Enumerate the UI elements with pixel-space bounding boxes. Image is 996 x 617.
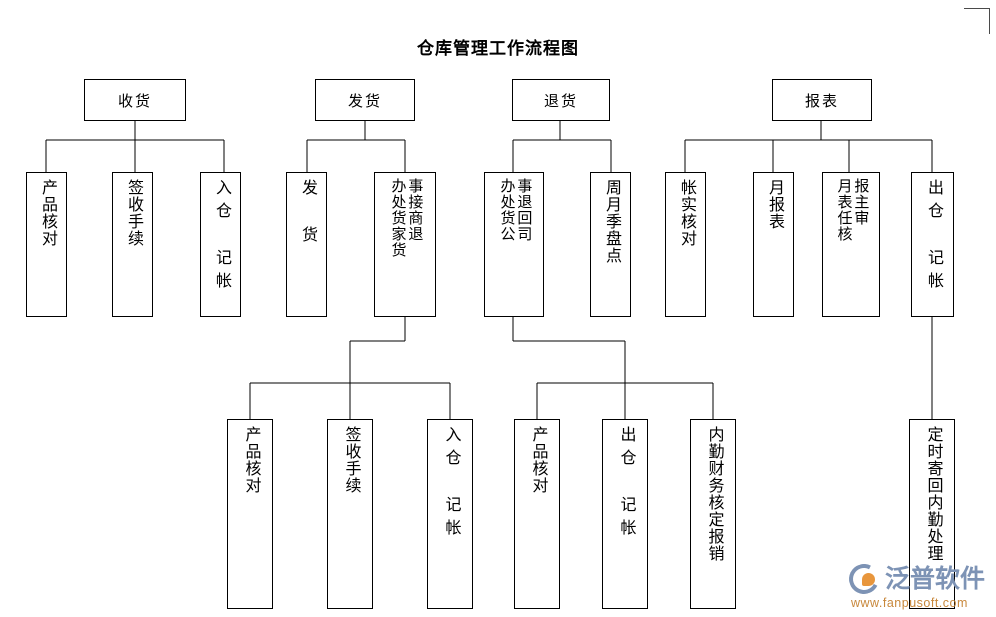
fanpu-circle-logo-icon [845,560,883,598]
node-report-child-manager-approval-col1: 报主审 [852,178,869,226]
node-sub-left-signoff-label: 签收手续 [342,426,360,494]
node-ship-label: 发货 [347,93,382,110]
node-ship-child-deliver[interactable]: 发 货 [286,172,327,317]
node-sub-left-product-check-label: 产品核对 [242,426,260,494]
node-sub-mid-product-check-label: 产品核对 [529,426,547,494]
node-receive[interactable]: 收货 [84,79,186,121]
node-return-label: 退货 [543,93,578,110]
logo-dot-shape [862,573,875,586]
page-title: 仓库管理工作流程图 [417,39,579,58]
node-report[interactable]: 报表 [772,79,872,121]
node-ship-child-merchant-return-col1: 事接商退 [406,178,423,242]
node-receive-child-product-check-label: 产品核对 [38,179,56,247]
node-sub-mid-finance-reimburse[interactable]: 内勤财务核定报销 [690,419,736,609]
node-receive-child-instore-record-label: 入仓 记帐 [212,179,230,295]
node-sub-mid-outstore-record[interactable]: 出仓 记帐 [602,419,648,609]
node-report-child-outstore-record-label: 出仓 记帐 [924,179,942,295]
node-return-child-return-to-company[interactable]: 事退回司 办处货公 [484,172,544,317]
node-ship-child-deliver-label: 发 货 [298,179,316,249]
node-return-child-return-to-company-col1: 事退回司 [515,178,532,242]
node-report-child-monthly-report-label: 月报表 [765,179,783,230]
node-sub-left-product-check[interactable]: 产品核对 [227,419,273,609]
node-receive-child-instore-record[interactable]: 入仓 记帐 [200,172,241,317]
node-ship-child-merchant-return[interactable]: 事接商退 办处货家货 [374,172,436,317]
node-sub-mid-product-check[interactable]: 产品核对 [514,419,560,609]
node-receive-child-signoff-label: 签收手续 [124,179,142,247]
node-return-child-inventory-count[interactable]: 周月季盘点 [590,172,631,317]
logo-ring-shape [845,560,883,598]
node-report-child-manager-approval-col2: 月表任核 [835,178,852,242]
node-sub-mid-finance-reimburse-label: 内勤财务核定报销 [705,426,723,562]
node-receive-label: 收货 [117,93,152,110]
node-receive-child-product-check[interactable]: 产品核对 [26,172,67,317]
node-report-child-monthly-report[interactable]: 月报表 [753,172,794,317]
node-sub-left-instore-record[interactable]: 入仓 记帐 [427,419,473,609]
node-report-label: 报表 [804,93,839,110]
node-ship-child-merchant-return-col2: 办处货家货 [389,178,406,258]
node-report-child-account-check[interactable]: 帐实核对 [665,172,706,317]
node-return[interactable]: 退货 [512,79,610,121]
node-report-child-outstore-record[interactable]: 出仓 记帐 [911,172,954,317]
node-receive-child-signoff[interactable]: 签收手续 [112,172,153,317]
node-ship[interactable]: 发货 [315,79,415,121]
node-report-child-manager-approval[interactable]: 报主审 月表任核 [822,172,880,317]
node-return-child-return-to-company-col2: 办处货公 [498,178,515,242]
node-return-child-inventory-count-label: 周月季盘点 [602,179,620,264]
node-sub-right-scheduled-mailback-label: 定时寄回内勤处理 [924,426,942,562]
node-report-child-account-check-label: 帐实核对 [677,179,695,247]
node-sub-left-instore-record-label: 入仓 记帐 [442,426,460,542]
page-corner-mark [964,8,990,34]
node-sub-mid-outstore-record-label: 出仓 记帐 [617,426,635,542]
node-sub-right-scheduled-mailback[interactable]: 定时寄回内勤处理 [909,419,955,609]
node-sub-left-signoff[interactable]: 签收手续 [327,419,373,609]
